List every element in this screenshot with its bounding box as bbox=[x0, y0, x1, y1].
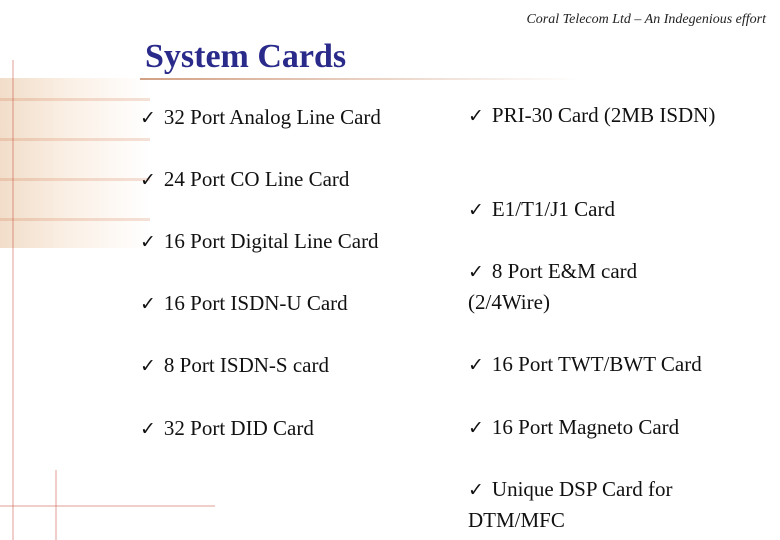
decorative-line bbox=[0, 505, 215, 507]
check-icon: ✓ bbox=[468, 417, 484, 439]
list-item-label: 16 Port ISDN-U Card bbox=[163, 291, 348, 315]
check-icon: ✓ bbox=[140, 107, 156, 129]
list-item: ✓ 16 Port Magneto Card bbox=[468, 412, 679, 443]
page-title: System Cards bbox=[145, 38, 347, 75]
list-item: ✓ 16 Port ISDN-U Card bbox=[140, 288, 348, 319]
list-item-label: PRI-30 Card (2MB ISDN) bbox=[491, 103, 716, 127]
check-icon: ✓ bbox=[468, 479, 484, 501]
list-item: ✓ 16 Port TWT/BWT Card bbox=[468, 349, 702, 380]
list-item: ✓ 8 Port ISDN-S card bbox=[140, 350, 329, 381]
list-item-label: 24 Port CO Line Card bbox=[163, 167, 350, 191]
check-icon: ✓ bbox=[140, 355, 156, 377]
list-item-label: 16 Port Digital Line Card bbox=[163, 229, 379, 253]
decorative-line bbox=[12, 60, 14, 540]
list-item: ✓ 24 Port CO Line Card bbox=[140, 164, 349, 195]
check-icon: ✓ bbox=[140, 418, 156, 440]
list-item: ✓ 16 Port Digital Line Card bbox=[140, 226, 379, 257]
company-tagline: Coral Telecom Ltd – An Indegenious effor… bbox=[526, 12, 766, 27]
list-item: ✓ 32 Port Analog Line Card bbox=[140, 102, 381, 133]
check-icon: ✓ bbox=[140, 231, 156, 253]
list-item: ✓ E1/T1/J1 Card bbox=[468, 194, 615, 225]
check-icon: ✓ bbox=[140, 169, 156, 191]
list-item-label: 16 Port Magneto Card bbox=[491, 415, 680, 439]
check-icon: ✓ bbox=[468, 105, 484, 127]
list-item-label: 8 Port E&M card (2/4Wire) bbox=[468, 259, 638, 314]
list-item: ✓Unique DSP Card for DTM/MFC bbox=[468, 474, 748, 535]
check-icon: ✓ bbox=[468, 354, 484, 376]
check-icon: ✓ bbox=[468, 261, 484, 283]
list-item-label: 32 Port DID Card bbox=[163, 416, 314, 440]
list-item-label: E1/T1/J1 Card bbox=[491, 197, 615, 221]
list-item: ✓8 Port E&M card (2/4Wire) bbox=[468, 256, 708, 317]
decorative-banner bbox=[0, 78, 150, 248]
title-underline bbox=[140, 78, 580, 80]
check-icon: ✓ bbox=[468, 199, 484, 221]
list-item: ✓ 32 Port DID Card bbox=[140, 413, 314, 444]
list-item-label: 8 Port ISDN-S card bbox=[163, 353, 329, 377]
list-item-label: 16 Port TWT/BWT Card bbox=[491, 352, 702, 376]
check-icon: ✓ bbox=[140, 293, 156, 315]
list-item-label: 32 Port Analog Line Card bbox=[163, 105, 381, 129]
list-item: ✓ PRI-30 Card (2MB ISDN) bbox=[468, 100, 728, 131]
list-item-label: Unique DSP Card for DTM/MFC bbox=[468, 477, 673, 532]
decorative-line bbox=[55, 470, 57, 540]
